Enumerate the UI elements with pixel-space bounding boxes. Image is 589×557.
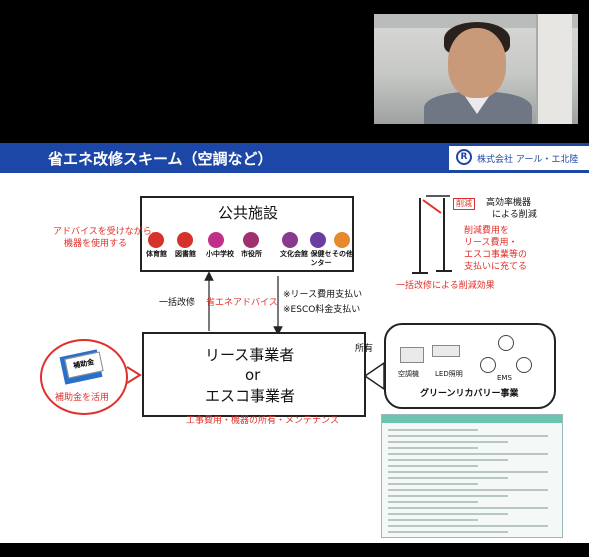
lease-esco-box: リース事業者 or エスコ事業者 <box>142 332 366 417</box>
air-conditioner-icon <box>400 347 424 363</box>
slide-title: 省エネ改修スキーム（空調など） <box>48 150 273 168</box>
led-light-label: LED照明 <box>435 370 463 378</box>
other-icon <box>334 232 350 248</box>
facility-label: 市役所 <box>241 250 262 258</box>
document-header-bar <box>382 415 562 423</box>
document-line <box>388 525 548 527</box>
library-icon <box>177 232 193 248</box>
city-hall-icon <box>243 232 259 248</box>
facility-label: その他 <box>332 250 353 258</box>
facility-label: 体育館 <box>146 250 167 258</box>
document-line <box>388 495 508 497</box>
reduction-effect-label: 一括改修による削減効果 <box>396 281 495 291</box>
reduction-tag: 削減 <box>453 198 475 210</box>
ems-label: EMS <box>497 374 512 382</box>
document-line <box>388 477 508 479</box>
construction-note: 工事費用・機器の所有・メンテナンス <box>186 416 339 426</box>
webcam-feed <box>374 14 578 124</box>
document-line <box>388 489 548 491</box>
facility-label: 保健センター <box>310 250 332 267</box>
lease-company-label: リース事業者 <box>205 346 295 364</box>
document-line <box>388 465 478 467</box>
cost-line-3: エスコ事業等の <box>464 250 528 260</box>
led-light-icon <box>432 345 460 357</box>
public-facilities-title: 公共施設 <box>218 204 279 222</box>
advice-note-line2: 機器を使用する <box>64 239 128 249</box>
document-line <box>388 501 478 503</box>
document-line <box>388 513 508 515</box>
bulk-renovation-label: 一括改修 <box>159 298 196 308</box>
cost-line-1: 削減費用を <box>464 226 510 236</box>
subsidy-pointer <box>126 366 142 384</box>
esco-payment-note: ※ESCO料金支払い <box>283 305 361 315</box>
document-line <box>388 471 548 473</box>
or-label: or <box>245 366 261 384</box>
document-thumbnail <box>381 414 563 538</box>
document-line <box>388 483 478 485</box>
efficiency-label-line2: による削減 <box>492 210 537 220</box>
cam-background-door <box>536 14 572 124</box>
document-line <box>388 453 548 455</box>
subsidy-caption: 補助金を活用 <box>55 393 110 403</box>
esco-company-label: エスコ事業者 <box>205 387 296 405</box>
ems-node-left-icon <box>480 357 496 373</box>
facility-label: 小中学校 <box>206 250 234 258</box>
lease-payment-note: ※リース費用支払い <box>283 290 363 300</box>
document-line <box>388 435 548 437</box>
cost-line-4: 支払いに充てる <box>464 262 528 272</box>
school-icon <box>208 232 224 248</box>
cost-line-2: リース費用・ <box>464 238 518 248</box>
green-recovery-title: グリーンリカバリー事業 <box>420 389 519 399</box>
logo-company-name: 株式会社 アール・エ北陸 <box>477 155 579 165</box>
document-line <box>388 519 478 521</box>
subsidy-bubble: 補助金 補助金を活用 <box>40 339 128 415</box>
document-line <box>388 429 478 431</box>
cam-background-shelf <box>374 14 578 28</box>
gym-icon <box>148 232 164 248</box>
company-logo: R 株式会社 アール・エ北陸 <box>449 146 589 170</box>
document-line <box>388 531 508 533</box>
facility-label: 文化会館 <box>280 250 308 258</box>
facility-label: 図書館 <box>175 250 196 258</box>
efficiency-label-line1: 高効率機器 <box>486 198 532 208</box>
public-facilities-box: 公共施設 体育館図書館 小中学校市役所 文化会館保健センターその他 <box>140 196 354 272</box>
logo-mark-icon: R <box>456 149 472 165</box>
advice-note-line1: アドバイスを受けながら、 <box>53 227 161 237</box>
document-line <box>388 459 508 461</box>
health-center-icon <box>310 232 326 248</box>
connector-arrows <box>204 195 452 391</box>
document-line <box>388 507 548 509</box>
shared-slide: 省エネ改修スキーム（空調など） R 株式会社 アール・エ北陸 公共施設 体育館図… <box>0 143 589 543</box>
energy-advice-label: 省エネアドバイス <box>206 298 278 308</box>
cam-person-face <box>448 28 506 98</box>
ems-node-top-icon <box>498 335 514 351</box>
green-recovery-box: 空調機 LED照明 EMS グリーンリカバリー事業 <box>384 323 556 409</box>
air-conditioner-label: 空調機 <box>398 370 419 378</box>
document-line <box>388 447 478 449</box>
ems-node-right-icon <box>516 357 532 373</box>
owned-label: 所有 <box>355 344 374 354</box>
slide-header: 省エネ改修スキーム（空調など） R 株式会社 アール・エ北陸 <box>0 143 589 173</box>
document-line <box>388 441 508 443</box>
culture-hall-icon <box>282 232 298 248</box>
